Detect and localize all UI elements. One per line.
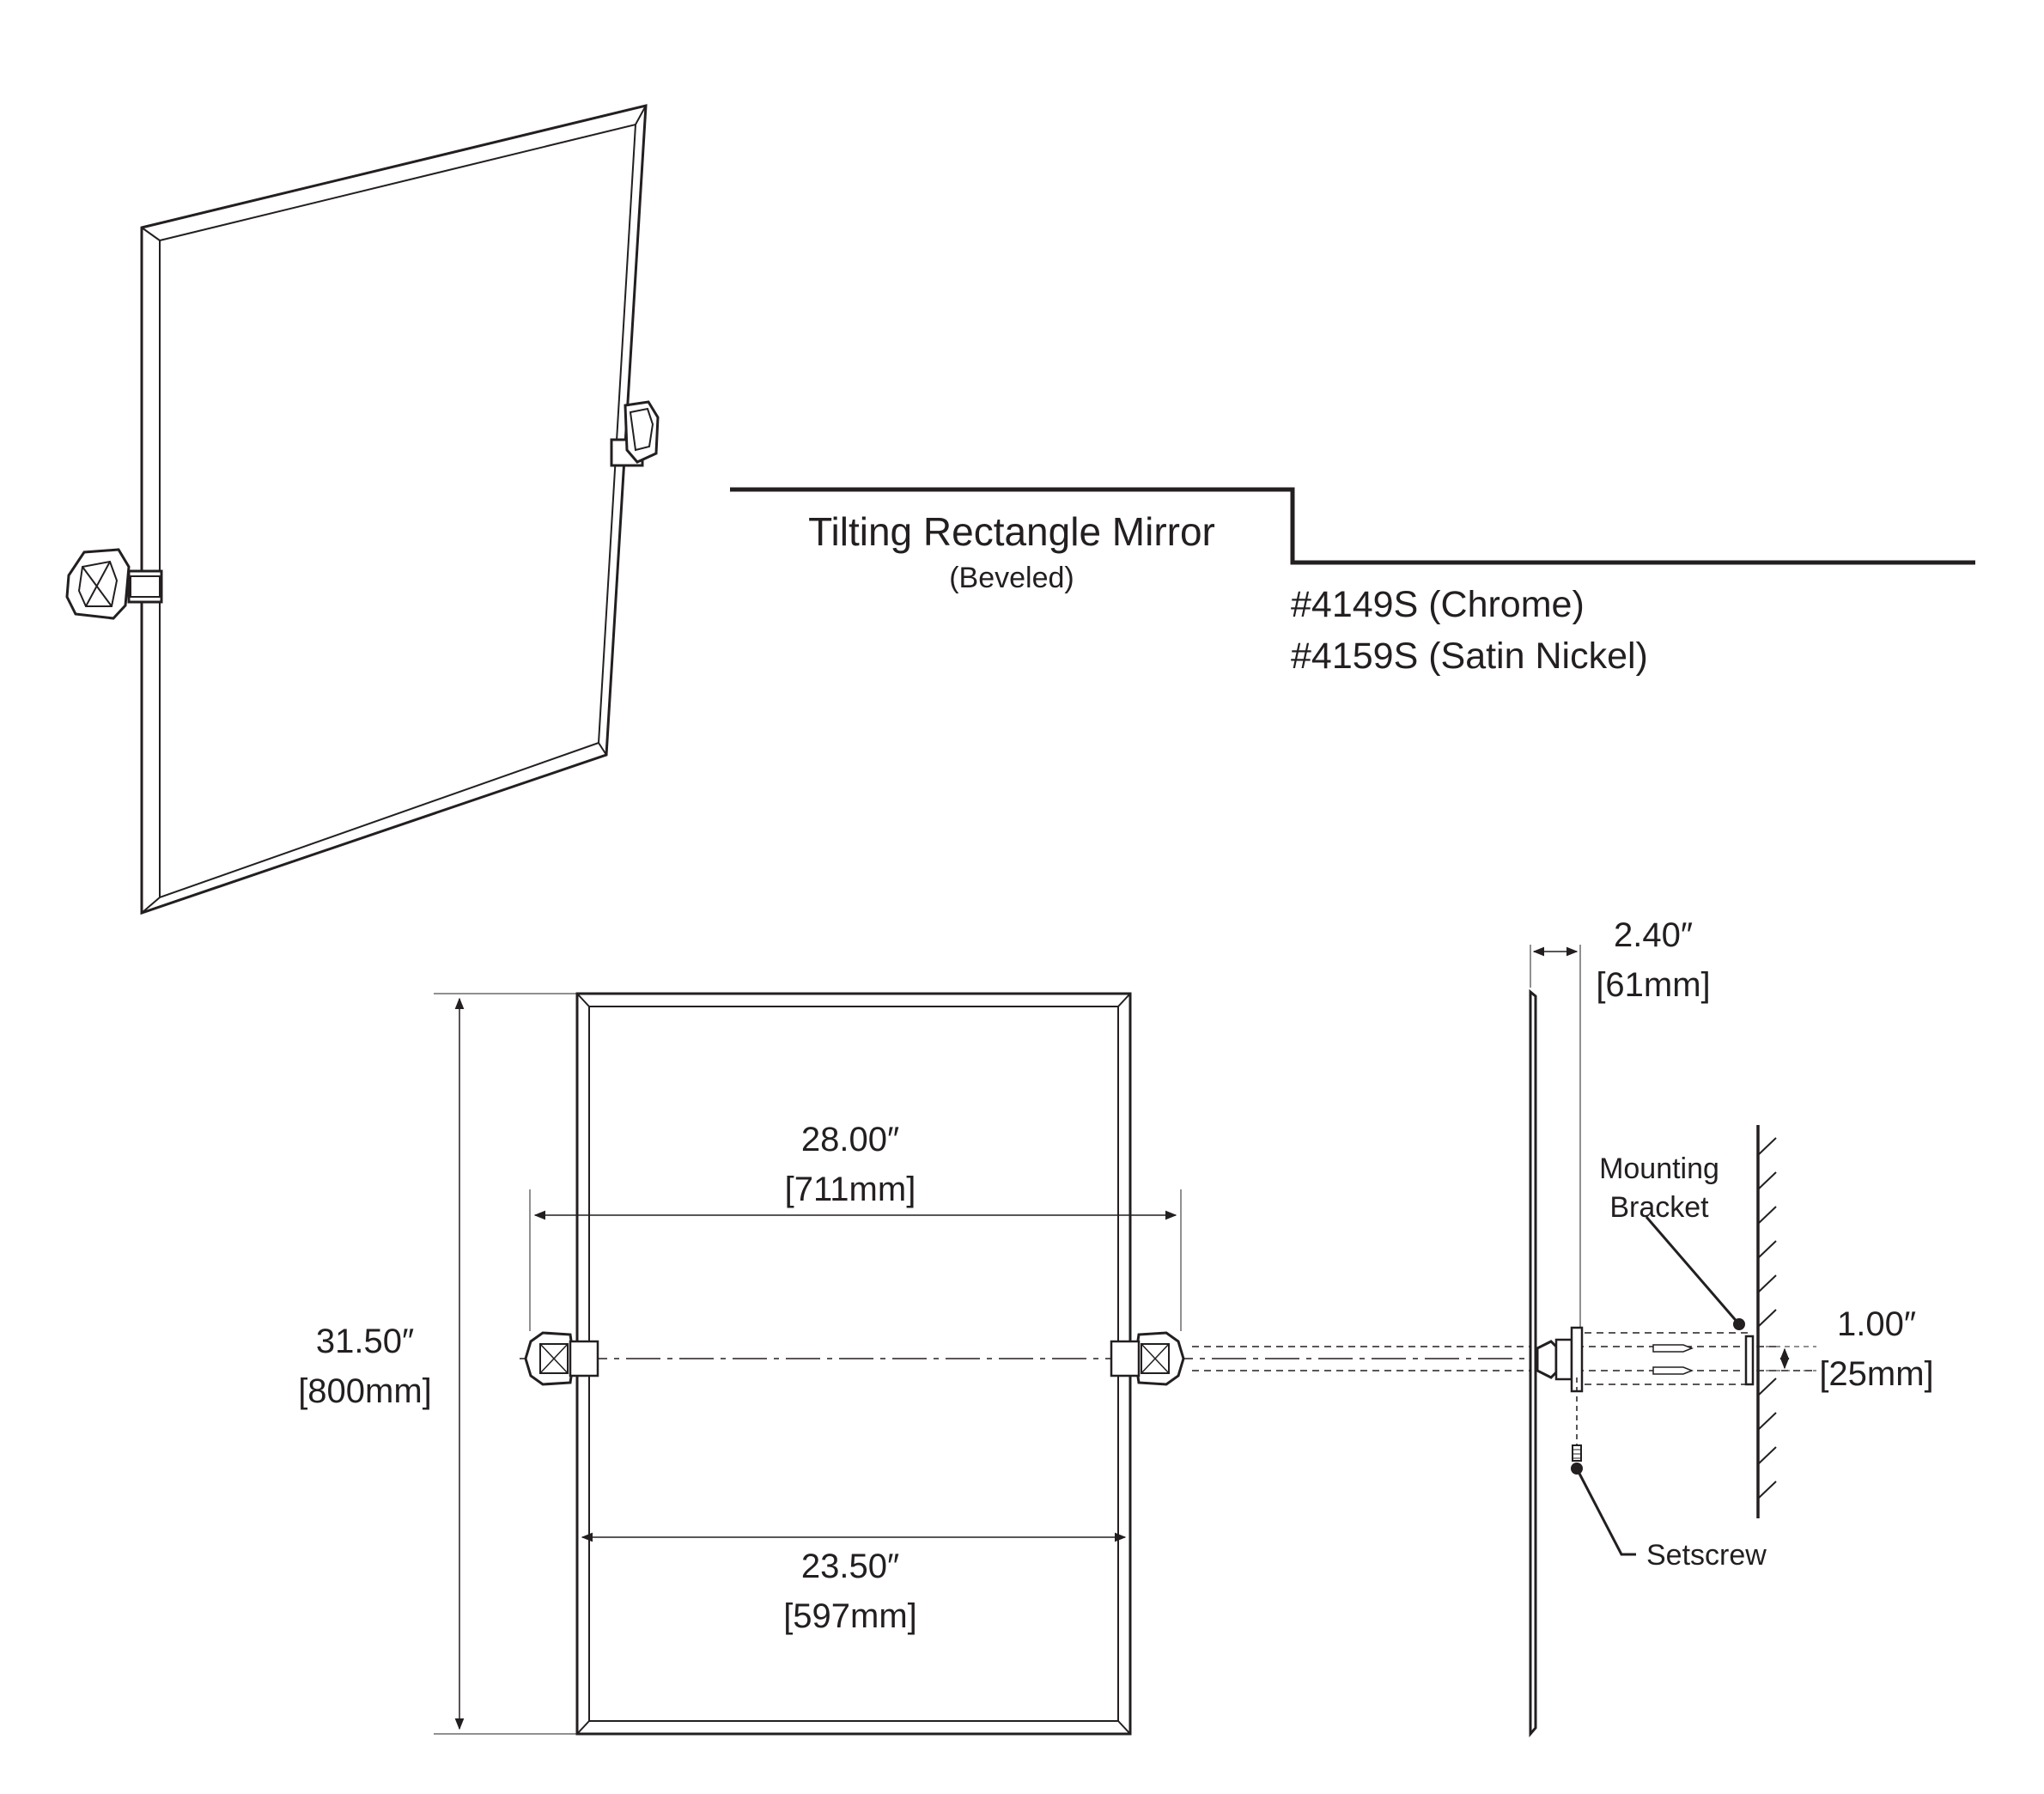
- setscrew-part: [1572, 1444, 1582, 1462]
- product-subtitle: (Beveled): [949, 562, 1074, 594]
- front-elevation-view: [434, 992, 1812, 1736]
- left-pivot-bracket-front: [524, 1331, 599, 1386]
- product-title: Tilting Rectangle Mirror: [808, 509, 1215, 554]
- right-pivot-bracket-front: [1110, 1331, 1185, 1386]
- mirror-bevel-edge: [159, 123, 637, 899]
- mirror-side-profile: [1529, 988, 1537, 1738]
- mounting-bracket-leader: [1645, 1216, 1741, 1325]
- mounting-screws: [1585, 1332, 1752, 1385]
- overall-width-inch-label: 28.00″: [801, 1121, 899, 1158]
- title-divider-line: [730, 487, 1975, 565]
- left-pivot-bracket-iso: [65, 548, 163, 620]
- wall-mounting-plate: [1744, 1335, 1755, 1386]
- model-chrome: #4149S (Chrome): [1291, 584, 1585, 625]
- side-elevation-view: [1529, 945, 1816, 1738]
- mounting-bracket-label-line1: Mounting: [1599, 1152, 1719, 1185]
- setscrew-leader: [1575, 1468, 1636, 1556]
- setscrew-label: Setscrew: [1646, 1539, 1767, 1572]
- projection-mm-label: [61mm]: [1596, 966, 1710, 1004]
- overall-width-mm-label: [711mm]: [785, 1171, 916, 1208]
- mounting-bracket-label-line2: Bracket: [1609, 1191, 1709, 1224]
- title-block: Tilting Rectangle Mirror (Beveled) #4149…: [730, 487, 1975, 677]
- wall-hatching: [1757, 1137, 1777, 1499]
- glass-width-mm-label: [597mm]: [783, 1597, 917, 1635]
- right-pivot-bracket-iso: [610, 400, 660, 467]
- bracket-offset-inch-label: 1.00″: [1837, 1305, 1916, 1343]
- height-inch-label: 31.50″: [316, 1323, 414, 1360]
- glass-width-inch-label: 23.50″: [801, 1548, 899, 1585]
- height-mm-label: [800mm]: [298, 1372, 432, 1410]
- isometric-mirror-view: [65, 104, 660, 915]
- model-satin-nickel: #4159S (Satin Nickel): [1291, 636, 1648, 677]
- side-pivot-bracket: [1536, 1326, 1584, 1393]
- projection-inch-label: 2.40″: [1614, 916, 1693, 954]
- bracket-offset-mm-label: [25mm]: [1819, 1355, 1933, 1393]
